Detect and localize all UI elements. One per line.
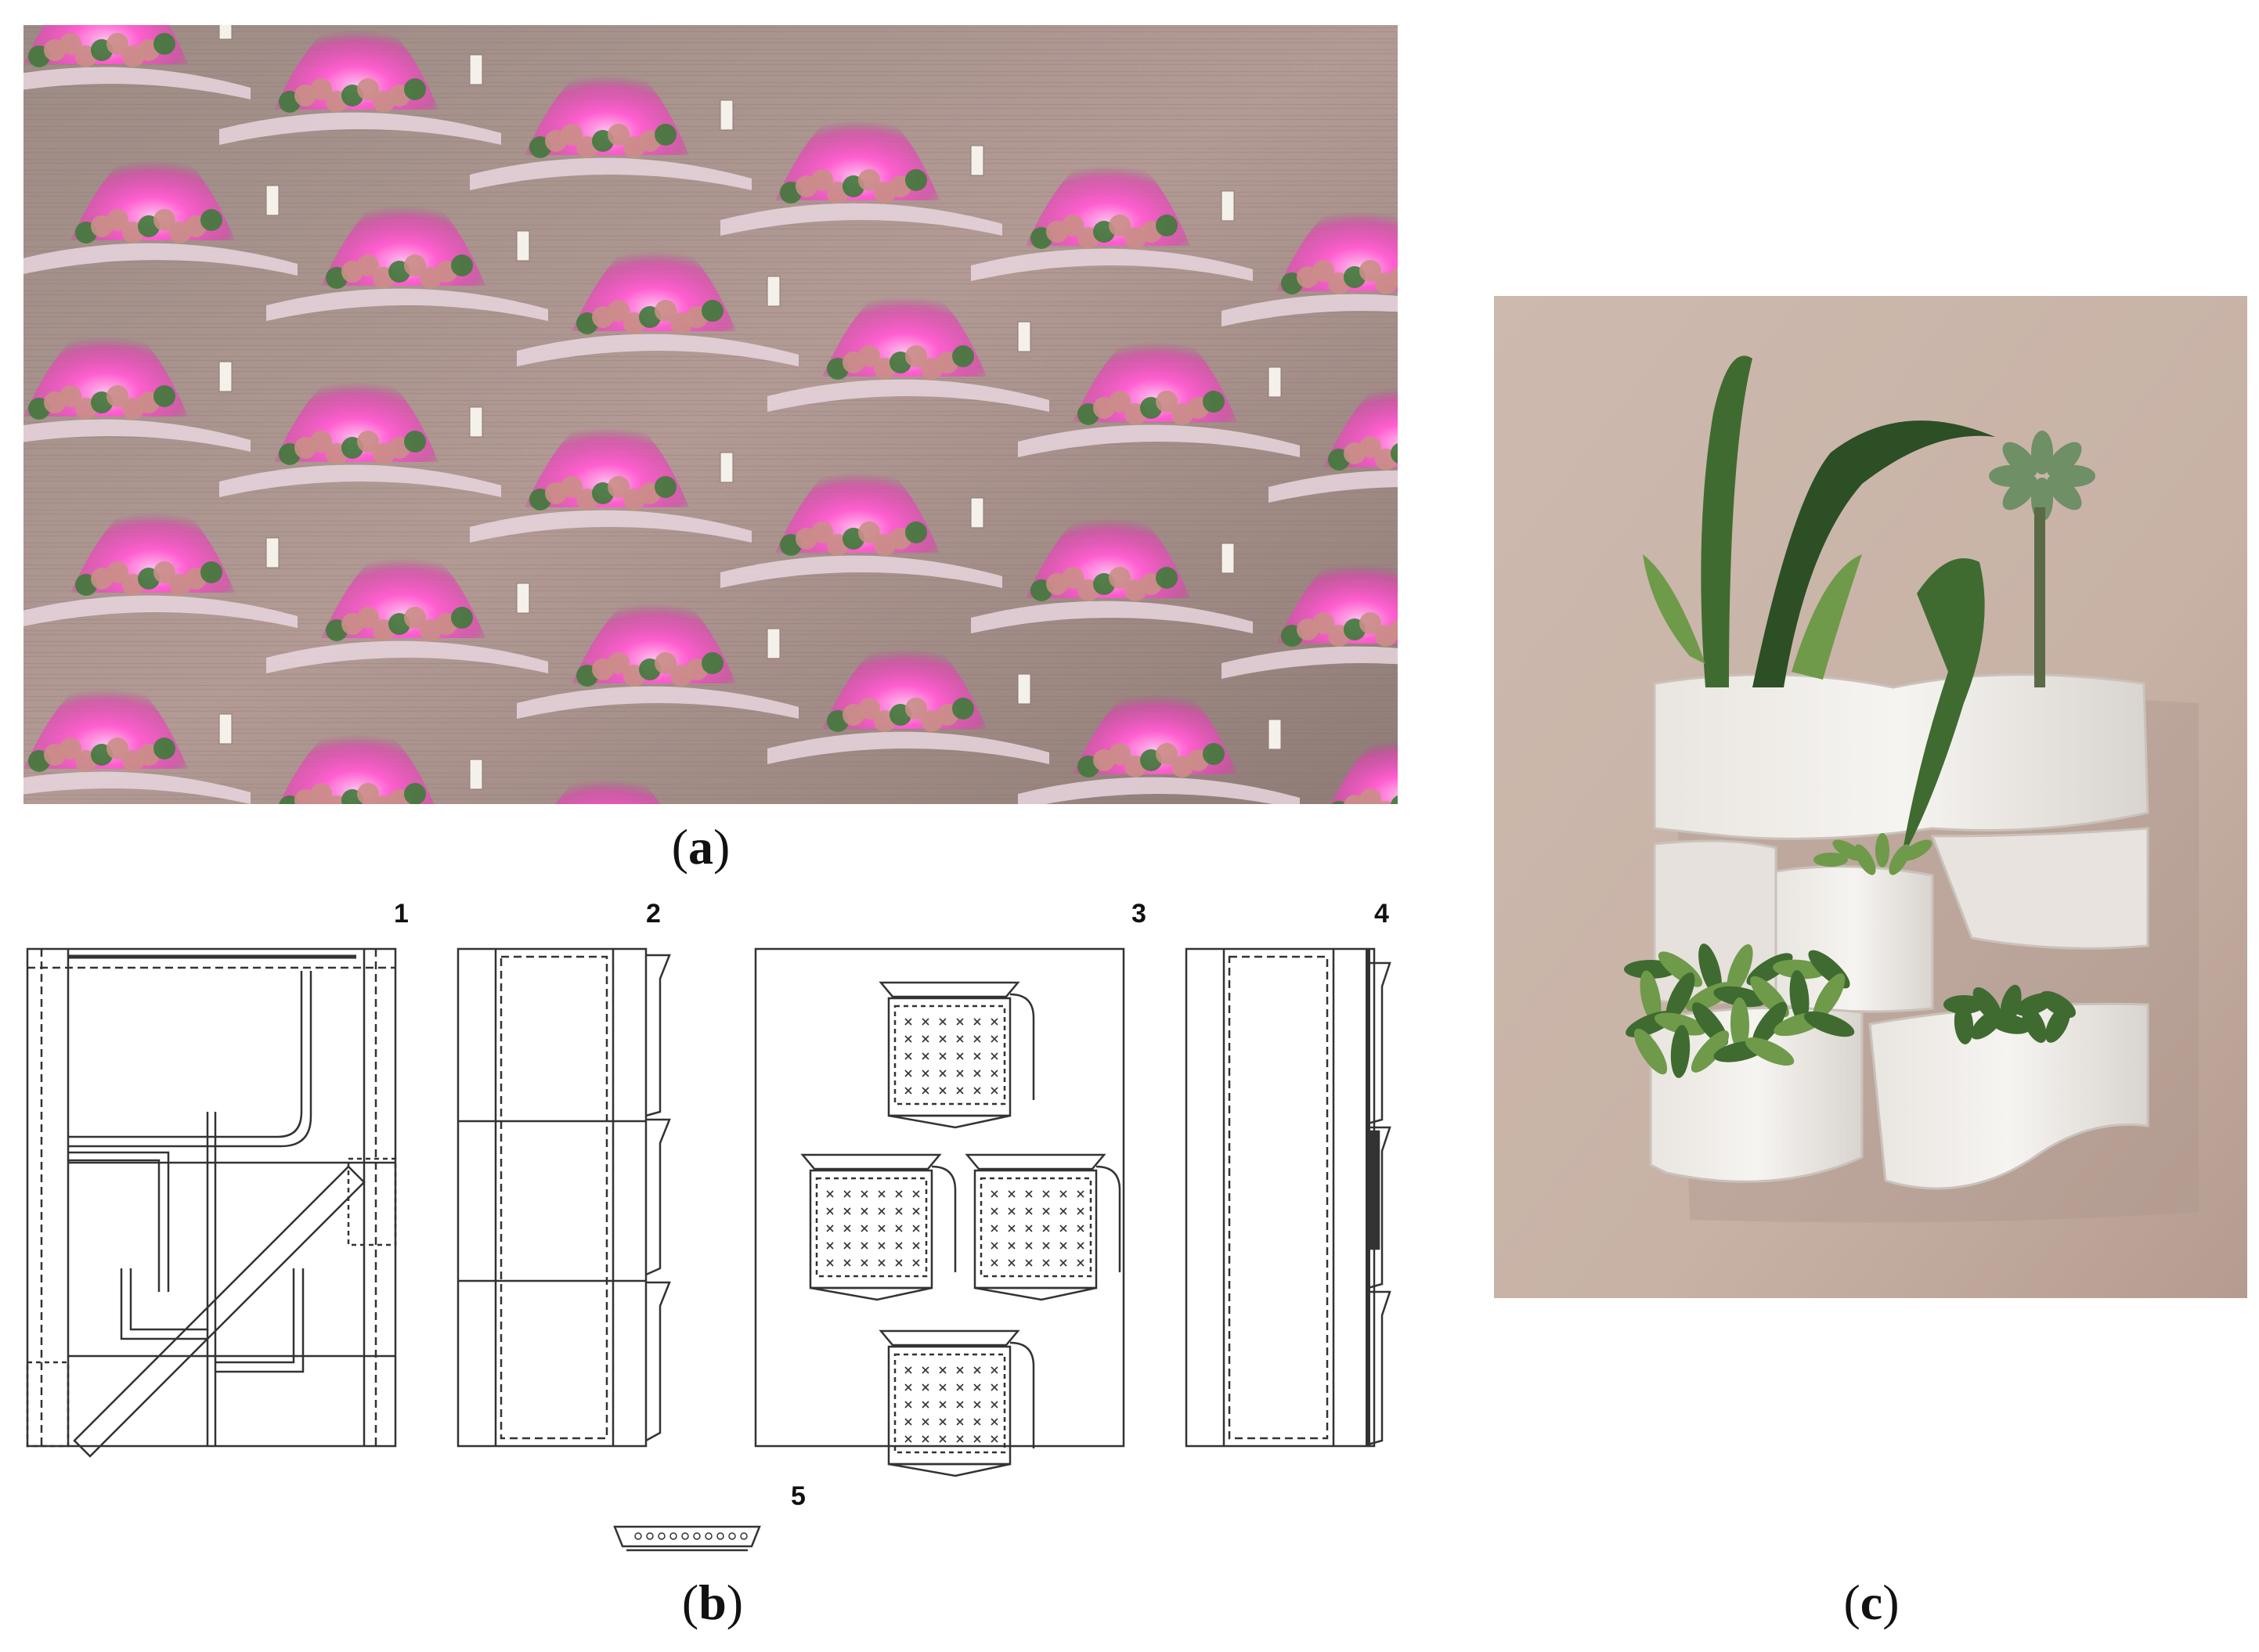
caption-b: (b) xyxy=(681,1574,744,1630)
technical-drawings xyxy=(26,947,1391,1552)
drawing-number-5: 5 xyxy=(791,1481,806,1511)
caption-c-letter: c xyxy=(1860,1574,1883,1630)
caption-a: (a) xyxy=(671,819,731,875)
caption-b-letter: b xyxy=(698,1574,727,1630)
drawing-2-front-elevation xyxy=(456,947,671,1448)
drawing-number-4: 4 xyxy=(1374,899,1389,929)
caption-c: (c) xyxy=(1843,1574,1900,1630)
drawing-5-tray xyxy=(613,1525,761,1552)
drawing-3-plan-view xyxy=(754,947,1125,1477)
drawing-number-2: 2 xyxy=(646,899,661,929)
white-planter-photo xyxy=(1494,296,2247,1298)
drawing-panel-b: 1 2 3 4 5 xyxy=(20,893,1421,1566)
drawing-4-side-section xyxy=(1185,947,1391,1448)
pink-lit-wall-photo xyxy=(23,25,1398,804)
drawing-1-frame-plumbing xyxy=(26,947,397,1458)
photo-panel-c xyxy=(1494,296,2247,1298)
planter-module-top xyxy=(1653,673,2149,840)
caption-a-letter: a xyxy=(688,819,713,875)
drawing-number-1: 1 xyxy=(394,899,409,929)
photo-panel-a xyxy=(23,25,1398,804)
plants-foliage xyxy=(1624,355,2095,1078)
drawing-number-3: 3 xyxy=(1131,899,1146,929)
